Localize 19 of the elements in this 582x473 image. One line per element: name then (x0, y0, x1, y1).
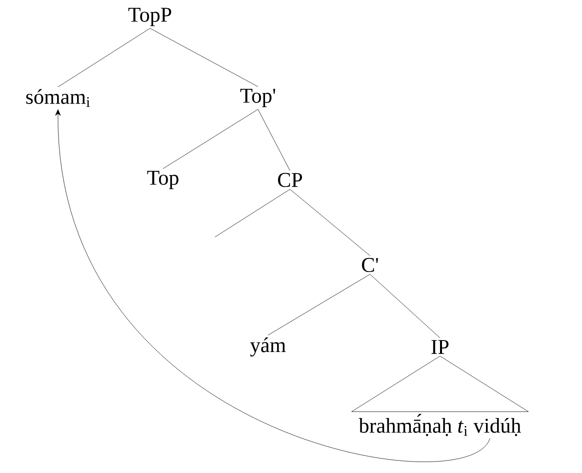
tree-node-label: sómam$_{i}$ (26, 89, 90, 107)
tree-node-label: C' (362, 258, 378, 272)
phrase-label: brahmā́ṇaḥ t$_{i}$ vidúḥ (358, 414, 521, 436)
tree-branch (58, 28, 150, 88)
tree-branch (370, 274, 440, 338)
triangle-branch (351, 356, 529, 412)
tree-node-label: TopP (128, 8, 172, 26)
tree-node-label: IP (431, 340, 448, 354)
tree-node-label: Top' (240, 88, 276, 108)
movement-arrow (55, 109, 490, 462)
tree-node-label: yám (250, 337, 286, 357)
tree-branch (162, 109, 258, 169)
tree-branch (214, 189, 290, 238)
tree-branch (150, 28, 258, 87)
tree-branch (268, 274, 370, 336)
tree-node-label: Top (147, 170, 178, 190)
tree-branch (258, 109, 290, 171)
tree-node-label: CP (278, 172, 302, 188)
tree-branch (290, 189, 370, 256)
